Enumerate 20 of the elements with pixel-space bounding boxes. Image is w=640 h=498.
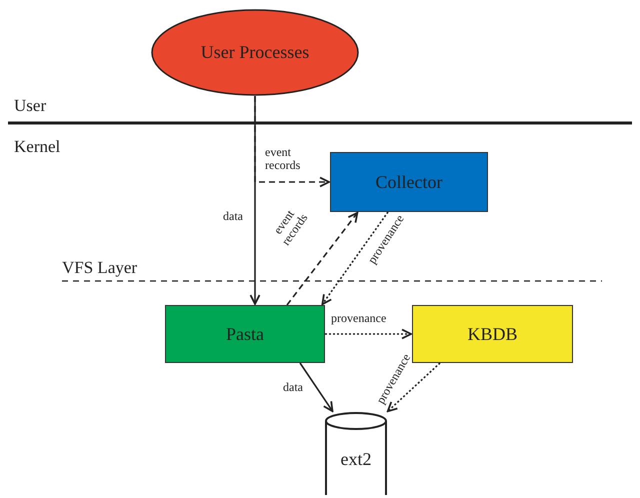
node-label: User Processes: [200, 42, 310, 63]
arrow: [254, 96, 330, 188]
node-label: ext2: [340, 449, 372, 470]
node-label: KBDB: [467, 324, 518, 344]
arrow: [286, 212, 358, 306]
edge-label: data: [222, 210, 244, 223]
arrow: [325, 328, 412, 340]
node-label: Pasta: [226, 324, 264, 344]
layer-label: User: [14, 96, 46, 116]
arrow: [321, 212, 389, 306]
component-box: [330, 152, 488, 212]
edge-label: data: [282, 381, 304, 394]
node-label: Collector: [376, 172, 442, 192]
component-box: [165, 305, 325, 363]
component-box: [412, 305, 573, 363]
arrow: [386, 362, 441, 412]
arrow: [299, 362, 334, 412]
layer-label: VFS Layer: [62, 258, 138, 278]
layer-label: Kernel: [14, 137, 60, 157]
edge-label: event records: [264, 146, 302, 172]
